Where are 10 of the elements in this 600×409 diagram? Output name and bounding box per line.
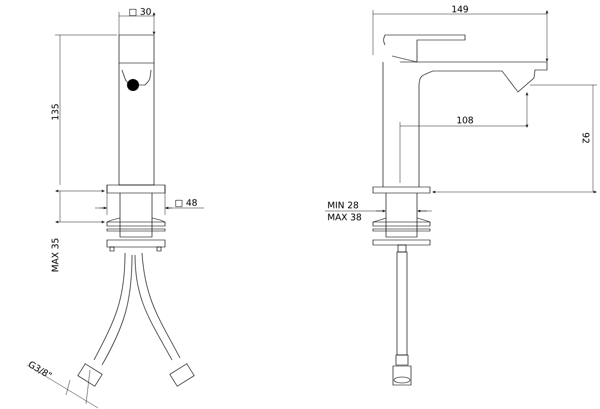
dimension-label: 92 (582, 132, 590, 143)
dimension-label: MAX 38 (328, 214, 362, 220)
dimension-label: □ 30 (129, 8, 151, 16)
dimension-label: MAX 35 (52, 238, 58, 272)
dimension-label: 135 (52, 104, 58, 120)
dimension-label: MIN 28 (328, 202, 358, 208)
dimension-label: □ 48 (175, 199, 197, 207)
dimension-label: G3/8" (29, 362, 52, 376)
dimension-label: 149 (452, 6, 468, 12)
dimension-label: 108 (457, 116, 473, 124)
